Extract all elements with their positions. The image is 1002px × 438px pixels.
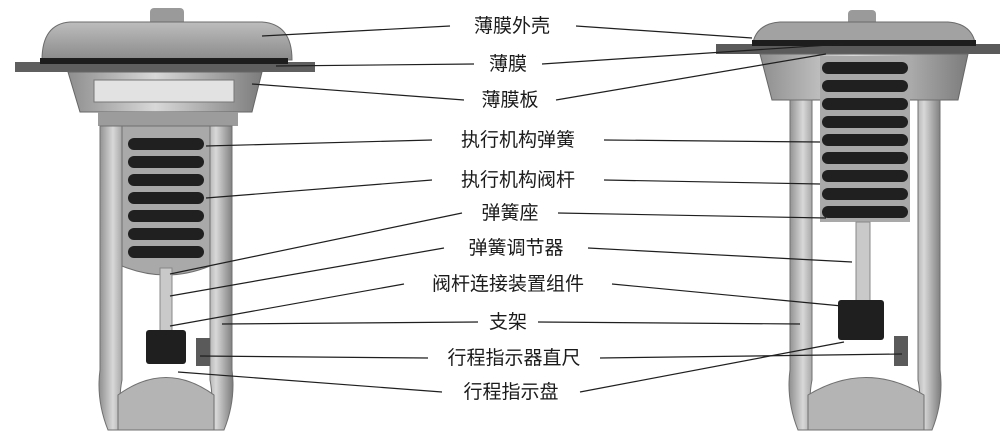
leader-diaphragm-casing-right: [575, 25, 753, 39]
leader-diaphragm-casing-left: [261, 25, 451, 37]
leader-travel-indicator-scale-left: [199, 355, 429, 359]
leader-spring-adjuster-left: [169, 247, 445, 297]
label-spring-seat: 弹簧座: [479, 201, 541, 225]
leader-actuator-stem-right: [603, 179, 821, 185]
leader-actuator-spring-right: [603, 139, 821, 143]
label-actuator-spring: 执行机构弹簧: [458, 128, 578, 152]
leader-diaphragm-right: [541, 43, 845, 65]
label-stem-connector: 阀杆连接装置组件: [429, 272, 587, 296]
label-diaphragm-casing: 薄膜外壳: [471, 14, 553, 38]
leader-lines: [169, 25, 903, 393]
leader-stem-connector-left: [169, 283, 405, 327]
leader-travel-indicator-scale-right: [599, 353, 903, 359]
label-spring-adjuster: 弹簧调节器: [466, 236, 566, 260]
label-travel-indicator-scale: 行程指示器直尺: [445, 346, 583, 370]
leader-travel-indicator-disk-right: [579, 341, 845, 393]
label-diaphragm-plate: 薄膜板: [479, 88, 541, 112]
leader-diaphragm-plate-left: [251, 83, 465, 101]
leader-diaphragm-left: [275, 63, 475, 67]
label-travel-indicator-disk: 行程指示盘: [461, 380, 561, 404]
leader-spring-seat-left: [169, 212, 463, 275]
leader-stem-connector-right: [611, 283, 843, 307]
label-yoke: 支架: [486, 310, 530, 334]
leader-travel-indicator-disk-left: [177, 371, 443, 393]
leader-actuator-stem-left: [205, 179, 433, 199]
leader-diaphragm-plate-right: [555, 53, 827, 101]
leader-spring-seat-right: [557, 212, 827, 219]
leader-spring-adjuster-right: [587, 247, 853, 263]
label-actuator-stem: 执行机构阀杆: [458, 168, 578, 192]
leader-actuator-spring-left: [205, 139, 433, 147]
left-actuator: [15, 8, 315, 431]
label-diaphragm: 薄膜: [486, 52, 530, 76]
leader-yoke-right: [537, 321, 801, 325]
right-actuator: [716, 10, 1000, 431]
leader-yoke-left: [221, 321, 479, 325]
